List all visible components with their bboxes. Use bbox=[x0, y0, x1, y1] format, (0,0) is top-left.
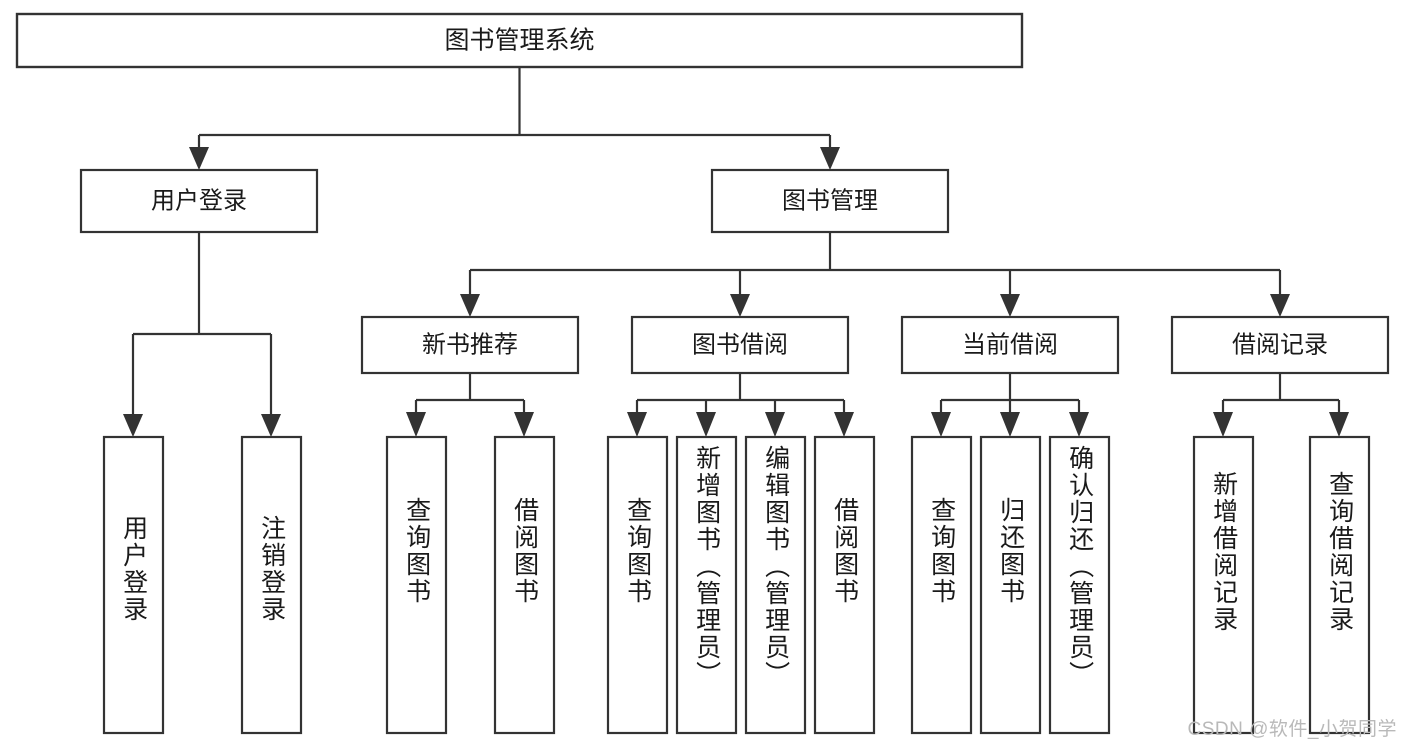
arrow-head-book-borrow bbox=[730, 294, 750, 317]
node-root[interactable]: 图书管理系统 bbox=[15, 12, 1024, 69]
leaf-box-user-login-1[interactable] bbox=[102, 435, 165, 735]
node-user-login[interactable]: 用户登录 bbox=[79, 168, 319, 234]
node-borrow-record[interactable]: 借阅记录 bbox=[1170, 315, 1390, 375]
node-book-borrow[interactable]: 图书借阅 bbox=[630, 315, 850, 375]
arrow-head-current-borrow bbox=[1000, 294, 1020, 317]
node-current-borrow-box[interactable] bbox=[900, 315, 1120, 375]
node-user-login-box[interactable] bbox=[79, 168, 319, 234]
arrow-head-leaf-current-borrow-2 bbox=[1000, 412, 1020, 437]
node-book-manage[interactable]: 图书管理 bbox=[710, 168, 950, 234]
arrow-head-leaf-current-borrow-3 bbox=[1069, 412, 1089, 437]
leaf-boxes-book-borrow bbox=[606, 435, 876, 735]
arrow-head-new-book bbox=[460, 294, 480, 317]
leaf-box-new-book-1[interactable] bbox=[385, 435, 448, 735]
node-book-borrow-box[interactable] bbox=[630, 315, 850, 375]
leaf-boxes-borrow-record bbox=[1192, 435, 1371, 735]
arrow-head-leaf-user-login-1 bbox=[123, 414, 143, 437]
arrow-head-leaf-book-borrow-1 bbox=[627, 412, 647, 437]
leaf-box-borrow-record-2[interactable] bbox=[1308, 435, 1371, 735]
node-new-book-box[interactable] bbox=[360, 315, 580, 375]
leaf-boxes-current-borrow bbox=[910, 435, 1111, 735]
watermark-label: CSDN @软件_小贺同学 bbox=[1187, 719, 1397, 740]
leaf-boxes-user-login bbox=[102, 435, 303, 735]
leaf-box-borrow-record-1[interactable] bbox=[1192, 435, 1255, 735]
node-user-login-label: 用户登录 bbox=[151, 187, 247, 214]
node-current-borrow-label: 当前借阅 bbox=[962, 331, 1058, 358]
arrow-head-borrow-record bbox=[1270, 294, 1290, 317]
leaf-box-new-book-2[interactable] bbox=[493, 435, 556, 735]
leaf-box-book-borrow-2[interactable] bbox=[675, 435, 738, 735]
node-book-borrow-label: 图书借阅 bbox=[692, 331, 788, 358]
leaf-boxes-new-book bbox=[385, 435, 556, 735]
arrow-head-leaf-new-book-1 bbox=[406, 412, 426, 437]
leaf-box-book-borrow-4[interactable] bbox=[813, 435, 876, 735]
node-root-box[interactable] bbox=[15, 12, 1024, 69]
arrow-head-leaf-current-borrow-1 bbox=[931, 412, 951, 437]
leaf-box-book-borrow-3[interactable] bbox=[744, 435, 807, 735]
arrow-head-leaf-book-borrow-2 bbox=[696, 412, 716, 437]
leaf-box-book-borrow-1[interactable] bbox=[606, 435, 669, 735]
arrow-head-leaf-user-login-2 bbox=[261, 414, 281, 437]
node-borrow-record-label: 借阅记录 bbox=[1232, 331, 1328, 358]
arrow-head-leaf-borrow-record-1 bbox=[1213, 412, 1233, 437]
arrow-head-leaf-borrow-record-2 bbox=[1329, 412, 1349, 437]
arrow-head-leaf-book-borrow-4 bbox=[834, 412, 854, 437]
leaf-box-current-borrow-3[interactable] bbox=[1048, 435, 1111, 735]
node-book-manage-label: 图书管理 bbox=[782, 187, 878, 214]
node-borrow-record-box[interactable] bbox=[1170, 315, 1390, 375]
arrow-head-user-login bbox=[189, 147, 209, 170]
connector-layer bbox=[123, 67, 1349, 437]
node-book-manage-box[interactable] bbox=[710, 168, 950, 234]
node-current-borrow[interactable]: 当前借阅 bbox=[900, 315, 1120, 375]
leaf-box-user-login-2[interactable] bbox=[240, 435, 303, 735]
node-new-book[interactable]: 新书推荐 bbox=[360, 315, 580, 375]
leaf-box-current-borrow-1[interactable] bbox=[910, 435, 973, 735]
arrow-head-leaf-book-borrow-3 bbox=[765, 412, 785, 437]
arrow-head-leaf-new-book-2 bbox=[514, 412, 534, 437]
node-new-book-label: 新书推荐 bbox=[422, 331, 518, 358]
arrow-head-book-manage bbox=[820, 147, 840, 170]
leaf-box-current-borrow-2[interactable] bbox=[979, 435, 1042, 735]
node-root-label: 图书管理系统 bbox=[444, 27, 594, 55]
